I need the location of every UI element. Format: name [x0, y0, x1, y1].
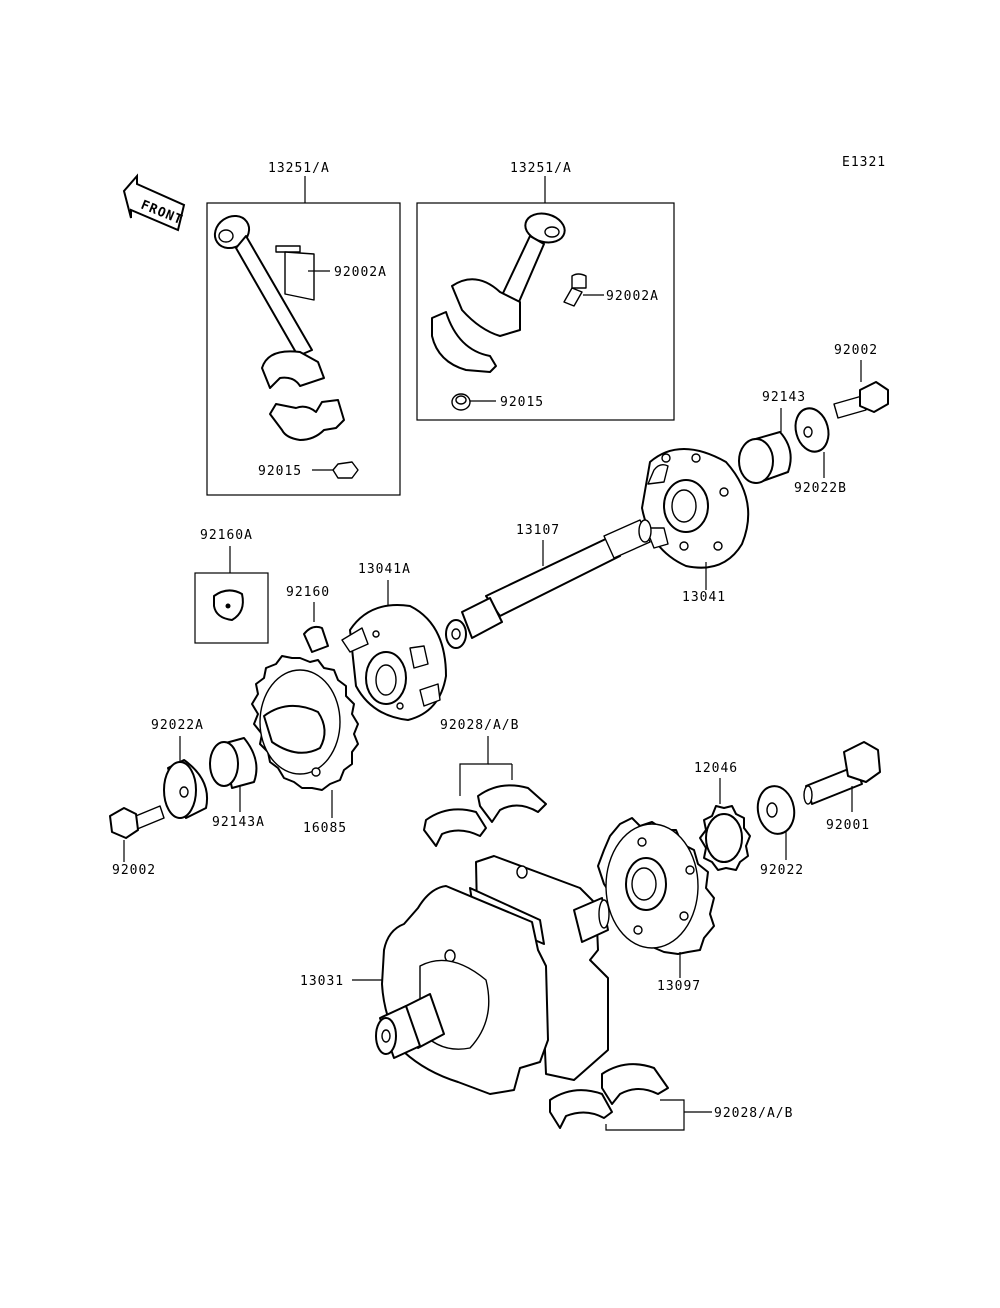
label-crankshaft: 13031	[300, 974, 344, 989]
collar-top	[738, 431, 792, 484]
washer-top	[794, 407, 830, 453]
label-bolt-left: 92002A	[334, 265, 387, 280]
label-sprocket: 13097	[657, 979, 701, 994]
diagram-code: E1321	[842, 155, 886, 170]
label-nut-left: 92015	[258, 464, 302, 479]
front-arrow-icon: FRONT	[122, 173, 186, 232]
label-gear-left: 16085	[303, 821, 347, 836]
shaft	[445, 519, 652, 649]
label-bearings-upper: 92028/A/B	[440, 718, 519, 733]
label-bolt-right-lower: 92001	[826, 818, 870, 833]
bolt-right-lower	[803, 741, 881, 805]
rod-box-right	[416, 176, 675, 421]
label-gear-small: 12046	[694, 761, 738, 776]
bearing-shells-upper	[423, 784, 547, 847]
connecting-rod-left	[213, 214, 345, 441]
nut-right	[451, 393, 471, 411]
label-coupling-right: 13041	[682, 590, 726, 605]
label-nut-right: 92015	[500, 395, 544, 410]
washer-right	[756, 785, 796, 835]
connecting-rod-right	[431, 212, 587, 373]
label-washer-left: 92022A	[151, 718, 204, 733]
bolt-top-right	[833, 381, 889, 419]
label-key-box: 92160A	[200, 528, 253, 543]
bolt-left-lower	[109, 805, 165, 839]
label-key: 92160	[286, 585, 330, 600]
coupling-right	[641, 448, 750, 569]
label-rod-right: 13251/A	[510, 161, 572, 176]
label-collar-left: 92143A	[212, 815, 265, 830]
label-washer-right: 92022	[760, 863, 804, 878]
label-washer-top: 92022B	[794, 481, 847, 496]
bearing-shells-lower	[549, 1063, 669, 1129]
nut-left	[332, 461, 359, 479]
label-rod-left: 13251/A	[268, 161, 330, 176]
washer-left	[163, 759, 208, 819]
coupling-left	[341, 604, 447, 721]
sprocket	[597, 817, 715, 955]
label-coupling-left: 13041A	[358, 562, 411, 577]
label-shaft: 13107	[516, 523, 560, 538]
rod-box-left	[206, 176, 401, 496]
label-bolt-left-lower: 92002	[112, 863, 156, 878]
label-bearings-lower: 92028/A/B	[714, 1106, 793, 1121]
key-box	[194, 572, 269, 644]
label-collar-top: 92143	[762, 390, 806, 405]
key	[303, 625, 329, 653]
label-bolt-top-right: 92002	[834, 343, 878, 358]
collar-left	[209, 737, 258, 789]
crankshaft	[375, 855, 610, 1095]
label-bolt-right: 92002A	[606, 289, 659, 304]
gear-left	[251, 655, 359, 791]
gear-small	[699, 805, 751, 871]
